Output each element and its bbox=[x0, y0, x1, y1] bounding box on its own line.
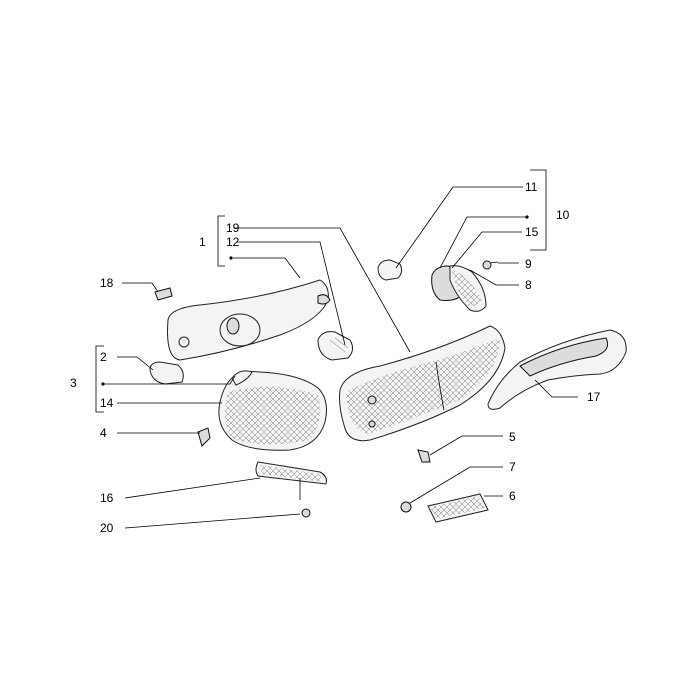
callout-18: 18 bbox=[100, 276, 114, 290]
callout-1: 1 bbox=[199, 235, 206, 249]
callout-9: 9 bbox=[525, 257, 532, 271]
callout-20: 20 bbox=[100, 521, 114, 535]
leader-lines bbox=[104, 186, 578, 529]
bracket-1 bbox=[217, 215, 225, 267]
callout-7: 7 bbox=[509, 460, 516, 474]
part-19-rear-light bbox=[339, 325, 506, 442]
callout-2: 2 bbox=[100, 350, 107, 364]
callout-labels: 1 2 3 4 5 6 7 8 9 10 11 12 14 15 16 17 1… bbox=[70, 180, 601, 535]
callout-12: 12 bbox=[226, 235, 240, 249]
part-16-plate-light bbox=[255, 461, 327, 500]
callout-17: 17 bbox=[587, 390, 601, 404]
part-4-screw bbox=[197, 427, 211, 447]
callout-19: 19 bbox=[226, 221, 240, 235]
part-9-screw bbox=[482, 260, 499, 270]
callout-11: 11 bbox=[525, 180, 538, 194]
part-20-nut bbox=[301, 508, 311, 518]
callout-4: 4 bbox=[100, 426, 107, 440]
part-17-strip bbox=[487, 329, 627, 410]
bracket-dots bbox=[101, 215, 529, 386]
part-1-housing bbox=[167, 279, 331, 361]
part-14-lens bbox=[218, 370, 327, 451]
part-6-reflector bbox=[427, 493, 489, 523]
callout-5: 5 bbox=[509, 430, 516, 444]
callout-16: 16 bbox=[100, 491, 114, 505]
callout-14: 14 bbox=[100, 396, 114, 410]
callout-6: 6 bbox=[509, 489, 516, 503]
part-5-screw bbox=[417, 449, 431, 463]
part-11-bulb bbox=[377, 259, 403, 281]
bracket-3 bbox=[95, 345, 104, 413]
part-7-washer bbox=[400, 501, 412, 513]
part-12-bulb bbox=[317, 331, 354, 361]
bracket-10 bbox=[530, 169, 547, 251]
callout-10: 10 bbox=[556, 208, 570, 222]
part-8-lens bbox=[449, 265, 487, 312]
callout-3: 3 bbox=[70, 376, 77, 390]
callout-15: 15 bbox=[525, 225, 539, 239]
part-2-bulb bbox=[149, 361, 184, 385]
part-18-clip bbox=[154, 287, 173, 301]
callout-8: 8 bbox=[525, 278, 532, 292]
